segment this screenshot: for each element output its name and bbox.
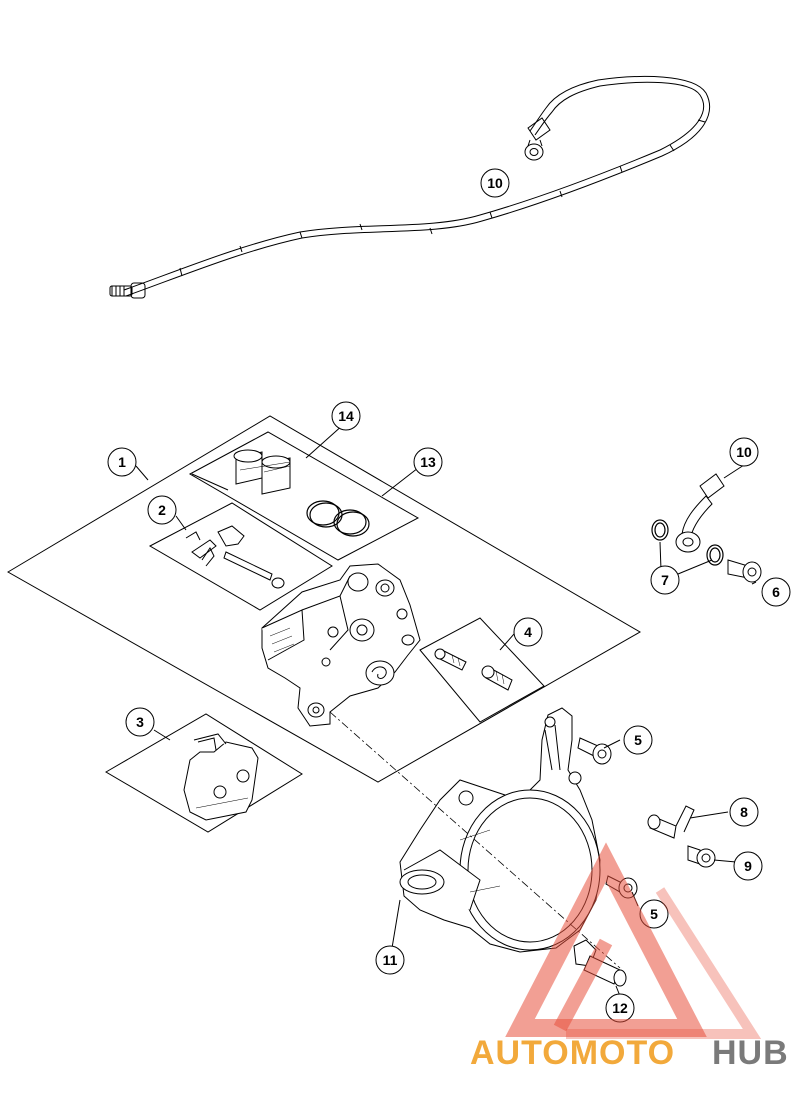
svg-text:11: 11 (383, 952, 398, 968)
leader-lines (135, 423, 757, 997)
caliper-bracket (399, 707, 601, 953)
watermark-logo-triangle-outer (566, 887, 762, 1039)
svg-text:AUTOMOTO: AUTOMOTO (470, 1034, 675, 1072)
callout-10-right: 10 (729, 437, 759, 467)
callout-1: 1 (107, 447, 137, 477)
pin-kit-outline (148, 502, 333, 611)
svg-text:HUB: HUB (712, 1034, 789, 1072)
callout-10-top: 10 (480, 168, 510, 198)
banjo-bolt (727, 559, 762, 583)
callout-11: 11 (375, 945, 405, 975)
bleeder-valve (434, 648, 513, 691)
callout-7: 7 (650, 565, 680, 595)
svg-text:5: 5 (634, 732, 642, 748)
svg-text:4: 4 (524, 624, 532, 640)
svg-text:10: 10 (487, 175, 503, 191)
caliper-assembly-outline (7, 415, 641, 783)
seal-rings (306, 500, 370, 537)
watermark-logo-triangle (505, 842, 707, 1037)
svg-text:9: 9 (744, 858, 752, 874)
callout-9: 9 (733, 851, 763, 881)
callout-6: 6 (761, 577, 791, 607)
callout-8: 8 (729, 797, 759, 827)
svg-text:2: 2 (158, 502, 166, 518)
svg-text:13: 13 (420, 454, 436, 470)
svg-text:1: 1 (118, 454, 126, 470)
bleeder-nipple (647, 805, 695, 839)
callout-3: 3 (125, 707, 155, 737)
callout-12: 12 (605, 993, 635, 1023)
watermark-text: AUTOMOTO HUB (470, 1034, 789, 1072)
svg-text:12: 12 (612, 1000, 628, 1016)
callout-13: 13 (413, 447, 443, 477)
seal-kit-outline (188, 431, 420, 561)
brake-line-long (109, 75, 710, 299)
pad-pin-and-springs (185, 525, 285, 589)
brake-caliper (261, 563, 421, 727)
svg-text:5: 5 (650, 906, 658, 922)
callout-5-top: 5 (623, 725, 653, 755)
brake-pads (183, 733, 259, 821)
svg-text:8: 8 (740, 804, 748, 820)
callout-14: 14 (331, 401, 361, 431)
svg-text:10: 10 (736, 444, 752, 460)
svg-text:7: 7 (661, 572, 669, 588)
hex-nut (687, 845, 716, 868)
pistons (233, 449, 291, 495)
svg-text:6: 6 (772, 584, 780, 600)
pad-kit-outline (105, 713, 303, 833)
svg-text:3: 3 (136, 714, 144, 730)
bleeder-kit-outline (419, 617, 545, 723)
brake-hose-fitting (675, 473, 725, 553)
callout-2: 2 (147, 495, 177, 525)
sealing-washers (651, 519, 724, 566)
callout-4: 4 (513, 617, 543, 647)
svg-text:14: 14 (338, 408, 354, 424)
